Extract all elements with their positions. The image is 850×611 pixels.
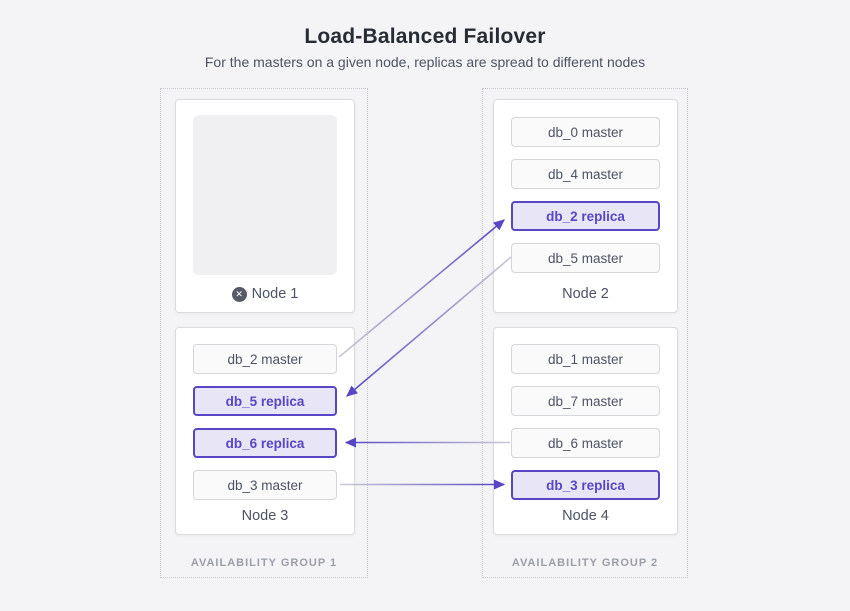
node-failed-icon: ✕ <box>231 286 247 302</box>
availability-group-1-label: AVAILABILITY GROUP 1 <box>190 557 338 569</box>
node-3-label: Node 3 <box>176 508 354 524</box>
db-box-db_3-replica: db_3 replica <box>511 470 660 500</box>
node-3-card: db_2 master db_5 replica db_6 replica db… <box>175 327 355 535</box>
node-1-label: ✕ Node 1 <box>176 286 354 302</box>
db-box-db_2-replica: db_2 replica <box>511 201 660 231</box>
db-box-db_0-master: db_0 master <box>511 117 660 147</box>
db-box-db_2-master: db_2 master <box>193 344 337 374</box>
db-box-db_7-master: db_7 master <box>511 386 660 416</box>
db-box-db_6-replica: db_6 replica <box>193 428 337 458</box>
node-4-card: db_1 master db_7 master db_6 master db_3… <box>493 327 678 535</box>
node-1-empty-placeholder <box>193 115 337 275</box>
page-subtitle: For the masters on a given node, replica… <box>204 54 646 70</box>
node-2-label: Node 2 <box>494 286 677 302</box>
db-box-db_5-master: db_5 master <box>511 243 660 273</box>
db-box-db_3-master: db_3 master <box>193 470 337 500</box>
db-box-db_6-master: db_6 master <box>511 428 660 458</box>
node-1-card: ✕ Node 1 <box>175 99 355 313</box>
node-1-name: Node 1 <box>251 286 299 302</box>
page-title: Load-Balanced Failover <box>304 25 546 48</box>
node-3-name: Node 3 <box>241 508 289 524</box>
node-4-label: Node 4 <box>494 508 677 524</box>
db-box-db_4-master: db_4 master <box>511 159 660 189</box>
availability-group-2-label: AVAILABILITY GROUP 2 <box>511 557 659 569</box>
node-2-name: Node 2 <box>562 286 609 302</box>
db-box-db_1-master: db_1 master <box>511 344 660 374</box>
node-4-name: Node 4 <box>562 508 609 524</box>
node-2-card: db_0 master db_4 master db_2 replica db_… <box>493 99 678 313</box>
db-box-db_5-replica: db_5 replica <box>193 386 337 416</box>
